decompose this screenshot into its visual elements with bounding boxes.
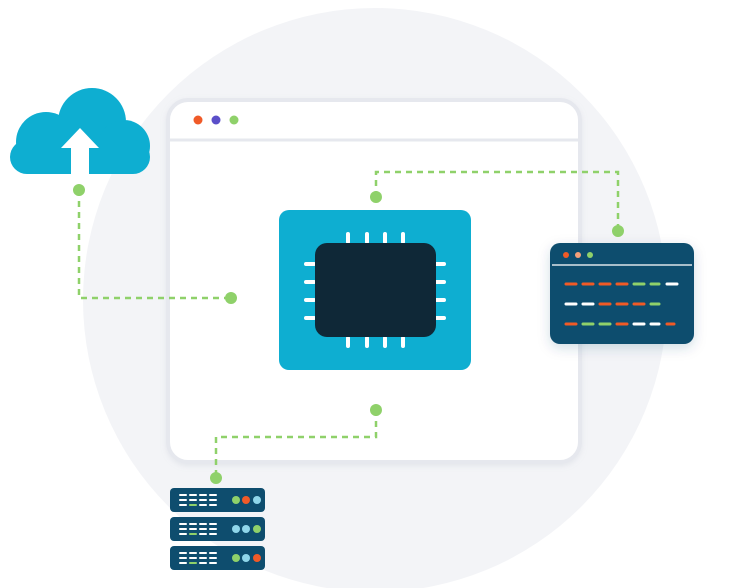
- connector-cloud-chip: [77, 190, 231, 300]
- window-dot-green: [229, 115, 239, 125]
- connector-nodes: [73, 184, 624, 484]
- node-top: [370, 191, 382, 203]
- node-panel: [612, 225, 624, 237]
- window-dot-red: [193, 115, 203, 125]
- connectors: [77, 170, 620, 478]
- connector-chip-server: [214, 410, 378, 478]
- node-server: [210, 472, 222, 484]
- code-window-icon: [550, 243, 694, 344]
- server-rack-icon: [170, 488, 265, 570]
- node-cloud: [73, 184, 85, 196]
- node-bottom: [370, 404, 382, 416]
- chip-core: [315, 243, 436, 337]
- cpu-chip-icon: [279, 210, 471, 370]
- server-unit-2: [170, 517, 265, 541]
- server-unit-3: [170, 546, 265, 570]
- window-dot-purple: [211, 115, 221, 125]
- node-left: [225, 292, 237, 304]
- chip-pins: [304, 232, 446, 348]
- cloud-upload-icon: [10, 88, 150, 174]
- connector-chip-panel: [374, 170, 620, 231]
- upload-arrow-icon: [61, 128, 99, 174]
- server-unit-1: [170, 488, 265, 512]
